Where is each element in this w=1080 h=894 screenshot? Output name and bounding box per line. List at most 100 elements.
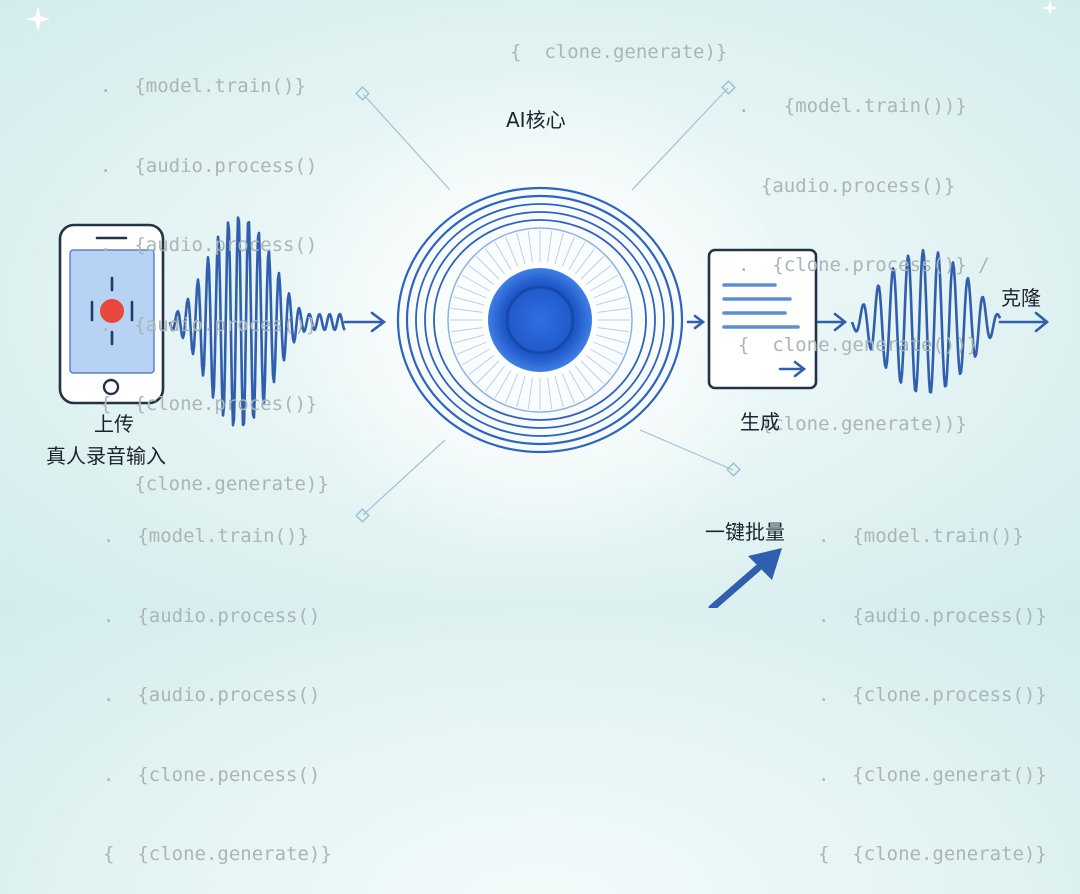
core-spoke [574,365,596,392]
core-spoke [589,274,619,292]
core-spoke [580,256,604,280]
growth-arrow-icon [708,548,782,608]
core-ring [405,194,675,446]
code-line: . {model.train()} [103,525,309,547]
connector-lines [362,87,734,516]
code-line: . {clone.pencess() [103,763,321,786]
core-ring [396,186,684,454]
core-spoke [547,377,553,410]
connector-diamonds [355,80,741,523]
ai-core-rings [396,186,684,454]
code-line: {audio.process()} [738,174,956,197]
arrow-icon [343,311,387,333]
core-ring [433,219,647,421]
code-line: . {clone.process()} / [738,254,990,276]
code-line: . {clone.process()} [818,684,1047,706]
core-spoke [580,360,604,384]
code-line: {clone.generate)} [100,472,329,495]
code-line: . {model.train()} [100,75,306,97]
input-waveform [168,216,346,427]
core-spoke [593,341,624,355]
core-spoke [597,307,630,313]
code-block-top-right: . {model.train())} {audio.process()} . {… [738,40,990,464]
arrow-icon-doc-out [816,312,848,332]
code-line: {clone.generate))} [738,413,967,435]
core-spoke [456,341,487,355]
code-line: . {audio.proces()} [100,313,318,336]
core-spoke [456,285,487,299]
core-ring-inner [447,227,633,413]
core-spoke [461,348,491,366]
code-line: . {audio.process() [103,684,321,706]
core-spoke [589,348,619,366]
arrow-icon-clone [998,311,1050,333]
core-spoke [484,248,506,275]
core-spoke [585,264,612,286]
core-spoke [597,327,630,333]
core-spoke [527,230,533,263]
core-spoke [527,377,533,410]
core-ring [424,211,656,429]
core-spoke [450,327,483,333]
core-spoke [452,334,485,344]
core-spoke [452,296,485,306]
label-real-voice-input: 真人录音输入 [46,444,166,468]
core-ring [415,203,665,437]
core-spoke [593,285,624,299]
code-line: . {audio.process()} [818,604,1047,627]
code-block-bottom-right: . {model.train()} . {audio.process()} . … [818,470,1047,894]
core-spoke [561,236,575,267]
core-spoke [468,264,495,286]
ai-core-center [488,268,592,372]
code-line: . {audio.process() [100,234,318,256]
document-icon [707,248,818,390]
core-spoke [574,248,596,275]
code-line: . {model.train())} [738,95,967,117]
core-spoke [476,360,500,384]
label-ai-core: AI核心 [506,108,566,132]
code-line: { {clone.generate)} [818,843,1047,865]
code-block-bottom-left: . {model.train()} . {audio.process() . {… [103,470,332,894]
core-spoke [450,307,483,313]
core-spoke [468,354,495,376]
core-spoke [461,274,491,292]
code-line: { {clone.proces()} [100,393,318,415]
core-spoke [494,241,512,271]
label-generate: 生成 [740,410,780,434]
arrow-icon-core-out [686,314,706,330]
core-spoke [516,232,526,265]
sparkle-icon-right [1039,0,1061,19]
ai-core-inner-ring [505,285,575,355]
phone-icon [58,223,165,405]
core-spoke [568,241,586,271]
core-spoke [494,369,512,399]
code-line: { clone.generate())} [738,333,979,356]
code-line: . {clone.generat()} [818,763,1047,786]
ai-core-spokes [450,230,630,410]
core-spoke [554,375,564,408]
core-spoke [516,375,526,408]
code-block-top-left: . {model.train()} . {audio.process() . {… [100,20,329,524]
code-line: . {model.train()} [818,525,1024,547]
core-spoke [476,256,500,280]
output-waveform [850,248,1002,394]
record-dot-icon [100,299,124,323]
core-spoke [484,365,506,392]
code-line: { {clone.generate)} [103,843,332,865]
code-block-top-center: { clone.generate)} [510,0,727,92]
core-spoke [561,373,575,404]
label-clone: 克隆 [1001,286,1041,310]
diagram-canvas [22,0,1061,608]
core-spoke [568,369,586,399]
core-spoke [595,334,628,344]
code-line: . {audio.process() [103,604,321,627]
core-spoke [595,296,628,306]
code-line: . {audio.process() [100,154,318,177]
label-batch: 一键批量 [705,520,785,544]
sparkle-icon [22,3,54,35]
core-spoke [554,232,564,265]
label-upload: 上传 [94,412,134,436]
core-spoke [585,354,612,376]
core-spoke [505,236,519,267]
code-line: { clone.generate)} [510,41,728,63]
